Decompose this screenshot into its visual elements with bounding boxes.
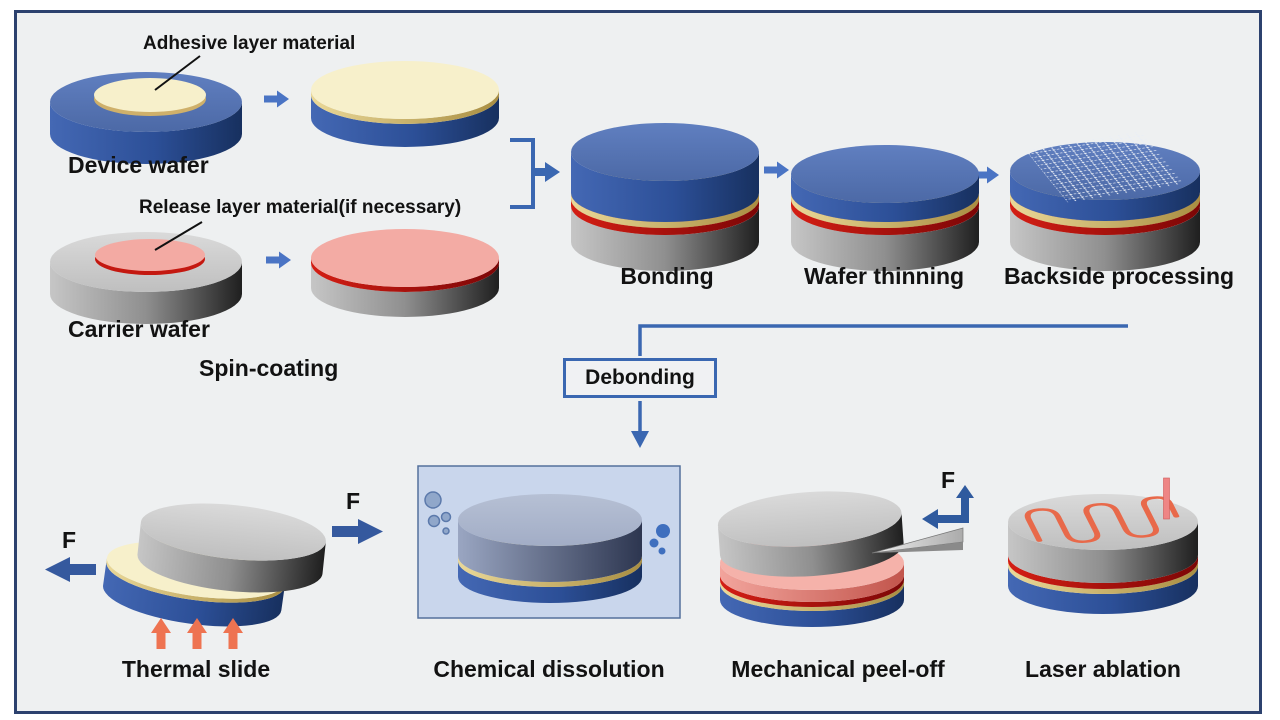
spin-coating-label: Spin-coating — [199, 355, 339, 381]
heat-arrow — [151, 618, 171, 649]
force-arrow-right — [332, 519, 383, 544]
thinning-stack-graphic — [791, 145, 979, 271]
backside-stack-graphic — [1010, 131, 1200, 271]
force-arrow-bent — [922, 485, 974, 529]
thermal-slide-graphic — [45, 503, 383, 649]
mechanical-peel-off-graphic — [717, 485, 974, 627]
laser-ablation-label: Laser ablation — [1025, 656, 1181, 682]
merge-bracket — [510, 138, 560, 209]
laser-beam — [1163, 477, 1170, 520]
force-label-right: F — [346, 488, 361, 514]
force-label-peel: F — [941, 467, 956, 493]
force-arrow-left — [45, 557, 96, 582]
release-leader-line — [154, 221, 203, 251]
debonding-label: Debonding — [585, 366, 695, 389]
carrier-wafer-label: Carrier wafer — [68, 316, 210, 342]
backside-processing-label: Backside processing — [1003, 263, 1235, 289]
peel-wedge — [871, 527, 964, 554]
laser-ablation-graphic — [1008, 477, 1198, 614]
device-wafer-label: Device wafer — [68, 152, 209, 178]
adhesive-leader-line — [154, 55, 201, 91]
adhesive-layer-callout: Adhesive layer material — [143, 33, 356, 54]
adhesive-spot — [94, 78, 206, 112]
die-grid-pattern — [1025, 131, 1185, 203]
arrow-carrier-spin — [266, 251, 291, 269]
release-spot — [95, 239, 205, 271]
thermal-slide-label: Thermal slide — [121, 656, 271, 682]
chemical-dissolution-graphic — [417, 465, 681, 619]
laser-scan-path — [1024, 496, 1180, 543]
release-layer-callout: Release layer material(if necessary) — [139, 197, 462, 218]
force-label-left: F — [62, 527, 77, 553]
debonding-connector — [631, 324, 1128, 448]
wafer-thinning-label: Wafer thinning — [803, 263, 965, 289]
carrier-wafer-graphic — [50, 221, 242, 324]
arrow-device-spin — [264, 90, 289, 108]
chemical-dissolution-label: Chemical dissolution — [433, 656, 665, 682]
bonding-label: Bonding — [620, 263, 714, 289]
spin-coated-carrier-wafer-graphic — [311, 229, 499, 317]
arrow-bonding-thinning — [764, 161, 789, 179]
debonding-box: Debonding — [563, 358, 717, 398]
bonding-stack-graphic — [571, 123, 759, 271]
spin-coated-device-wafer-graphic — [311, 61, 499, 147]
mechanical-peel-off-label: Mechanical peel-off — [731, 656, 945, 682]
device-wafer-graphic — [50, 55, 242, 164]
bubbles-left — [424, 491, 452, 535]
bubbles-right — [649, 524, 670, 555]
